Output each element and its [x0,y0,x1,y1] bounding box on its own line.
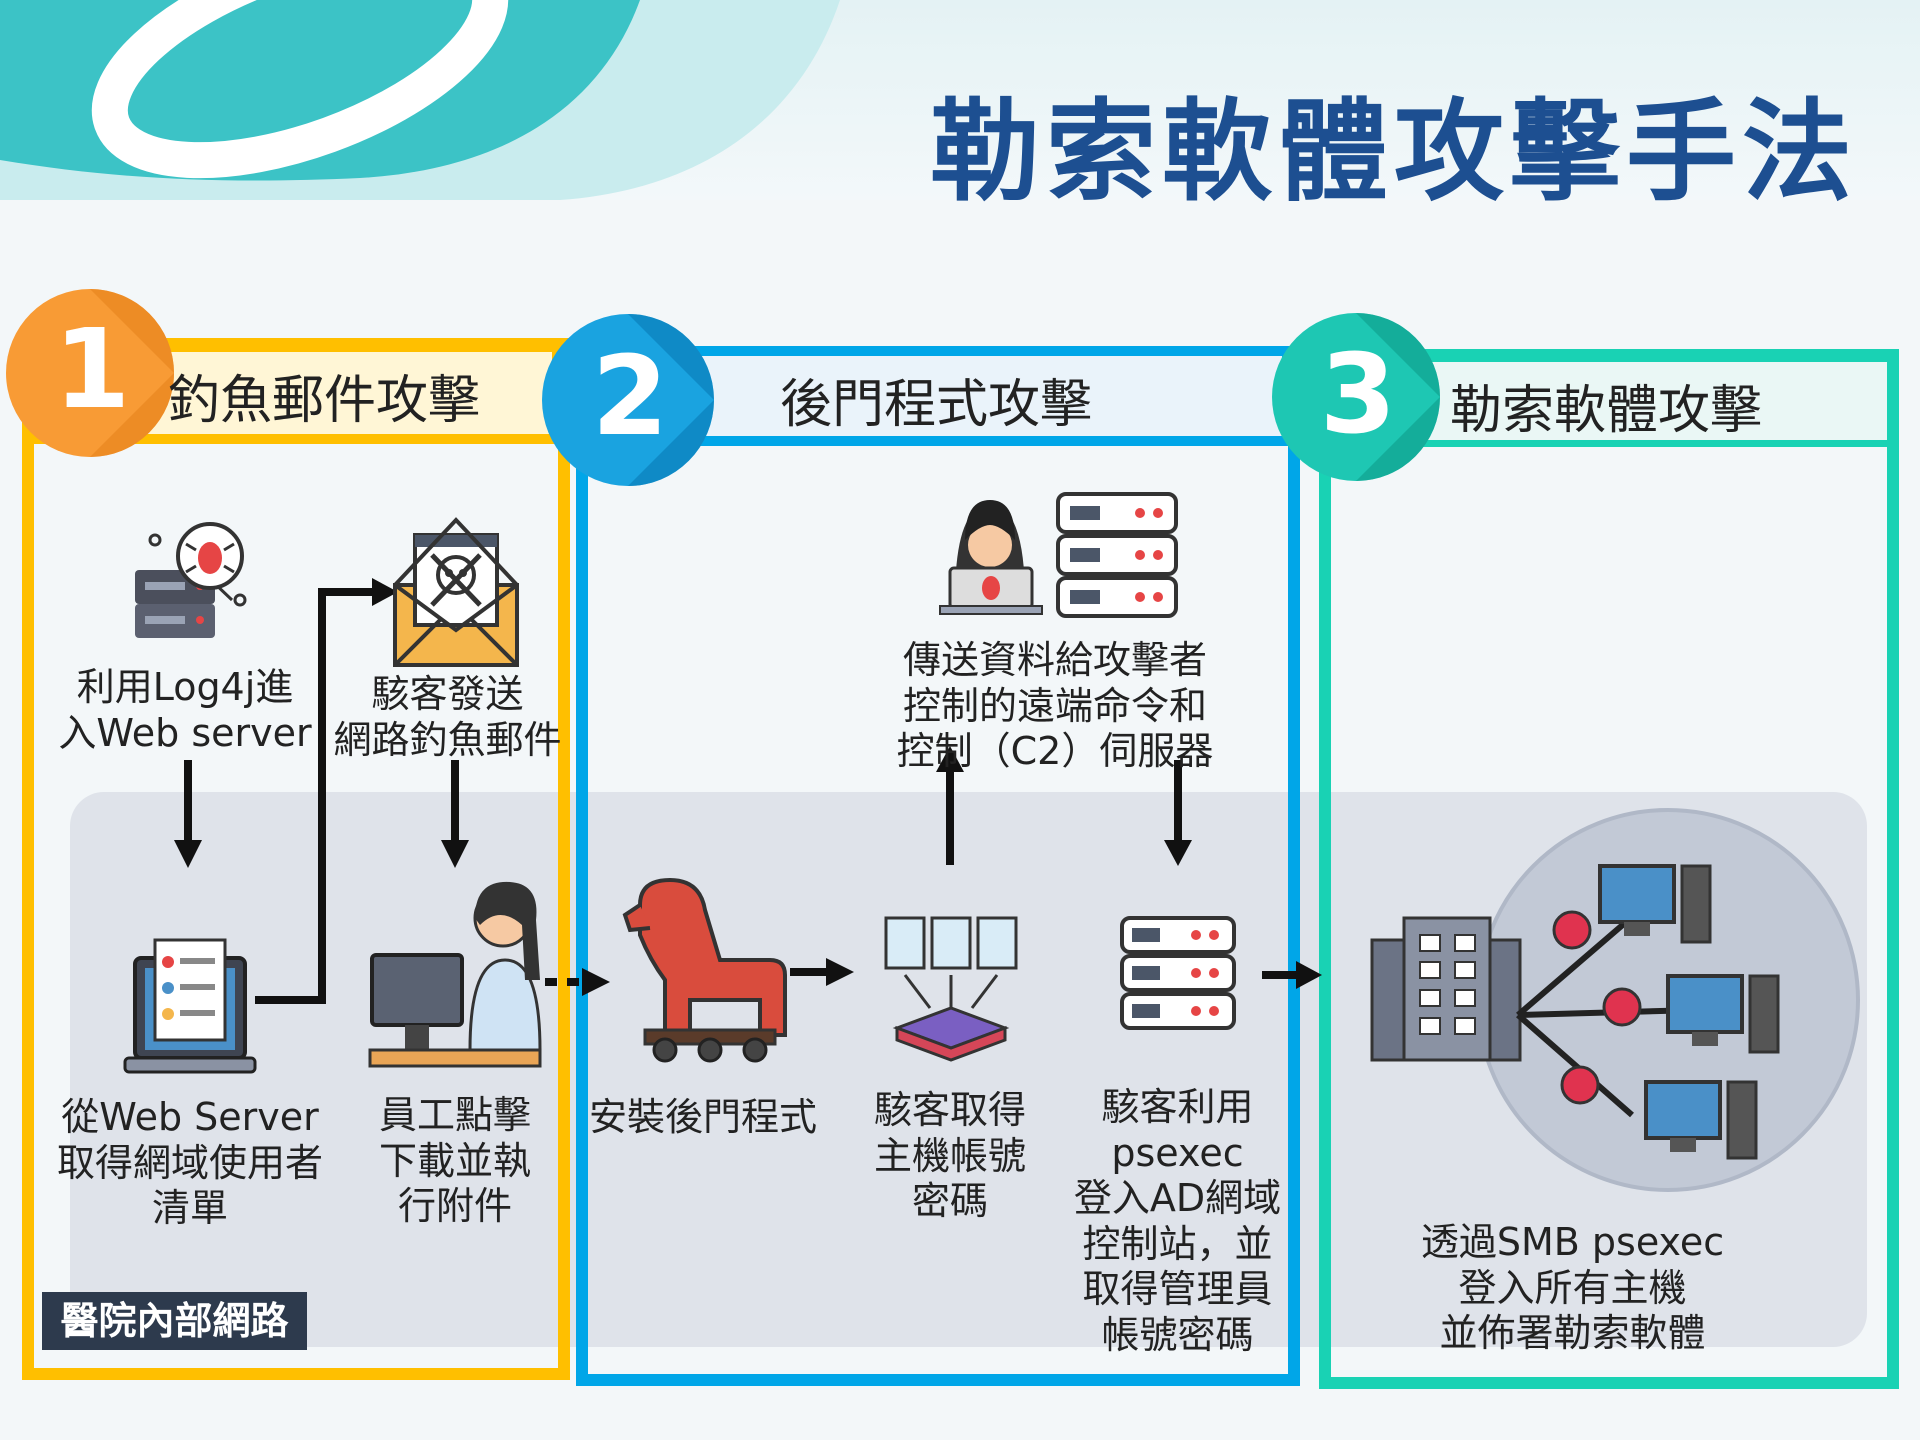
step-smb-line-3: 並佈署勒索軟體 [1439,1311,1706,1356]
step-employee-line-3: 行附件 [397,1184,512,1229]
step-employee-label: 員工點擊 下載並執 行附件 [355,1093,555,1230]
step-phishing-label: 駭客發送 網路釣魚郵件 [330,672,565,763]
step-psexec-line-5: 取得管理員 [1082,1267,1273,1312]
section-2-title: 後門程式攻擊 [780,375,1093,435]
step-log4j-label: 利用Log4j進 入Web server [40,665,330,756]
step-backdoor-line-1: 安裝後門程式 [588,1095,817,1139]
infected-network-icon [1370,808,1860,1192]
employee-computer-icon [368,881,542,1068]
section-2-number: 2 [591,332,669,460]
header-ring [91,0,509,179]
step-c2-line-3: 控制（C2）伺服器 [896,729,1214,774]
step-smb-line-1: 透過SMB psexec [1420,1220,1725,1264]
step-phishing-line-2: 網路釣魚郵件 [333,717,562,762]
step-smb-label: 透過SMB psexec 登入所有主機 並佈署勒索軟體 [1400,1220,1745,1357]
step-psexec-line-1: 駭客利用 [1101,1085,1254,1129]
step-c2-line-1: 傳送資料給攻擊者 [902,638,1207,682]
step-psexec-line-4: 控制站，並 [1082,1221,1273,1266]
flow-arrows [174,578,1322,1004]
step-employee-line-1: 員工點擊 [378,1093,531,1137]
section-1-number: 1 [53,305,131,433]
step-psexec-line-2: psexec [1111,1130,1244,1175]
section-1-title: 釣魚郵件攻擊 [168,371,481,431]
section-3-title: 勒索軟體攻擊 [1450,381,1763,441]
hacker-server-icon [939,492,1178,618]
step-c2-line-2: 控制的遠端命令和 [902,683,1207,728]
step-psexec-line-3: 登入AD網域 [1073,1176,1282,1221]
step-psexec-label: 駭客利用 psexec 登入AD網域 控制站，並 取得管理員 帳號密碼 [1070,1085,1285,1359]
step-userlist-line-1: 從Web Server [61,1095,319,1139]
server-bug-icon [135,522,247,638]
step-backdoor-label: 安裝後門程式 [588,1095,818,1141]
step-userlist-label: 從Web Server 取得網域使用者 清單 [45,1095,335,1232]
server-rack-icon [1120,916,1236,1030]
step-userlist-line-3: 清單 [151,1186,228,1231]
step-log4j-line-1: 利用Log4j進 [76,665,294,709]
section-3-number: 3 [1319,330,1397,458]
network-label: 醫院內部網路 [42,1292,307,1350]
step-phishing-line-1: 駭客發送 [371,672,524,716]
step-credentials-label: 駭客取得 主機帳號 密碼 [860,1088,1040,1225]
skull-email-icon [393,517,519,667]
step-log4j-line-2: 入Web server [58,710,312,755]
page-title: 勒索軟體攻擊手法 [930,88,1858,216]
step-credentials-line-3: 密碼 [911,1179,988,1224]
step-c2-label: 傳送資料給攻擊者 控制的遠端命令和 控制（C2）伺服器 [880,638,1230,775]
files-collect-icon [884,916,1018,1062]
step-psexec-line-6: 帳號密碼 [1101,1312,1254,1357]
step-userlist-line-2: 取得網域使用者 [56,1140,323,1185]
laptop-checklist-icon [123,938,257,1074]
step-smb-line-2: 登入所有主機 [1458,1265,1687,1310]
step-credentials-line-2: 主機帳號 [873,1133,1026,1178]
step-credentials-line-1: 駭客取得 [873,1088,1026,1132]
trojan-horse-icon [622,877,787,1063]
step-employee-line-2: 下載並執 [378,1138,531,1183]
